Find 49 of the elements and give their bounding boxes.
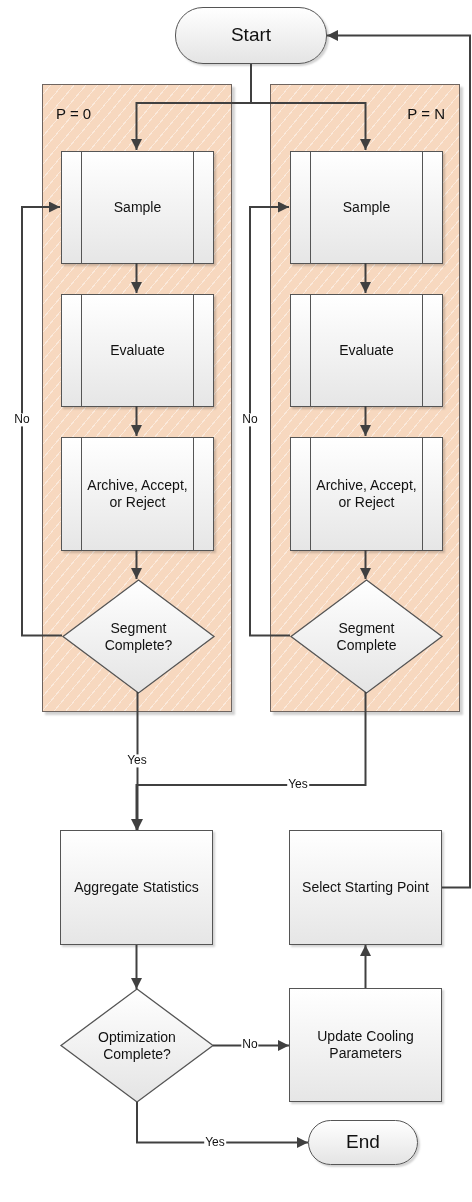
connector-arrow	[360, 405, 371, 437]
process-box	[289, 830, 442, 945]
decision-diamond	[291, 580, 442, 693]
edge-label: No	[13, 413, 31, 427]
subprocess-box	[290, 437, 443, 551]
swimlane	[270, 84, 460, 712]
terminal-shape	[308, 1120, 418, 1165]
connector-arrow	[131, 405, 142, 437]
node-label: End	[346, 1131, 380, 1154]
connector-arrow	[131, 262, 142, 294]
node-label: Aggregate Statistics	[74, 879, 199, 896]
subprocess-box	[290, 151, 443, 264]
node-label: Evaluate	[110, 342, 165, 359]
edge-label: Yes	[126, 754, 148, 768]
node-label: Evaluate	[339, 342, 394, 359]
connector-arrow	[360, 549, 371, 580]
process-box	[60, 830, 213, 945]
subprocess-box	[290, 294, 443, 407]
swimlane	[42, 84, 232, 712]
lane-label: P = 0	[56, 105, 92, 122]
node-label: Sample	[342, 199, 391, 216]
connector-arrow	[360, 262, 371, 294]
subprocess-box	[61, 151, 214, 264]
connector-arrow	[212, 1040, 290, 1051]
connector-arrow	[21, 201, 63, 637]
terminal-shape	[175, 7, 327, 64]
lane-label: P = N	[407, 105, 445, 122]
connector-arrow	[131, 691, 367, 831]
connector-arrow	[249, 201, 291, 637]
node-label: Archive, Accept, or Reject	[86, 477, 189, 511]
connector-arrow	[131, 944, 142, 990]
decision-diamond	[63, 580, 214, 693]
connector-arrow	[131, 549, 142, 580]
node-label: Segment Complete?	[103, 619, 174, 654]
node-label: Segment Complete	[335, 619, 398, 654]
edge-label: No	[241, 413, 259, 427]
subprocess-box	[61, 294, 214, 407]
connector-arrow	[326, 30, 471, 889]
node-label: Sample	[113, 199, 162, 216]
node-label: Select Starting Point	[302, 879, 429, 896]
process-box	[289, 988, 442, 1102]
decision-diamond	[61, 989, 213, 1102]
connector-arrow	[360, 944, 371, 989]
node-label: Update Cooling Parameters	[316, 1028, 415, 1062]
connector-arrow	[136, 1101, 309, 1148]
node-label: Optimization Complete?	[97, 1028, 177, 1063]
node-label: Archive, Accept, or Reject	[315, 477, 418, 511]
subprocess-box	[61, 437, 214, 551]
node-label: Start	[230, 24, 272, 47]
